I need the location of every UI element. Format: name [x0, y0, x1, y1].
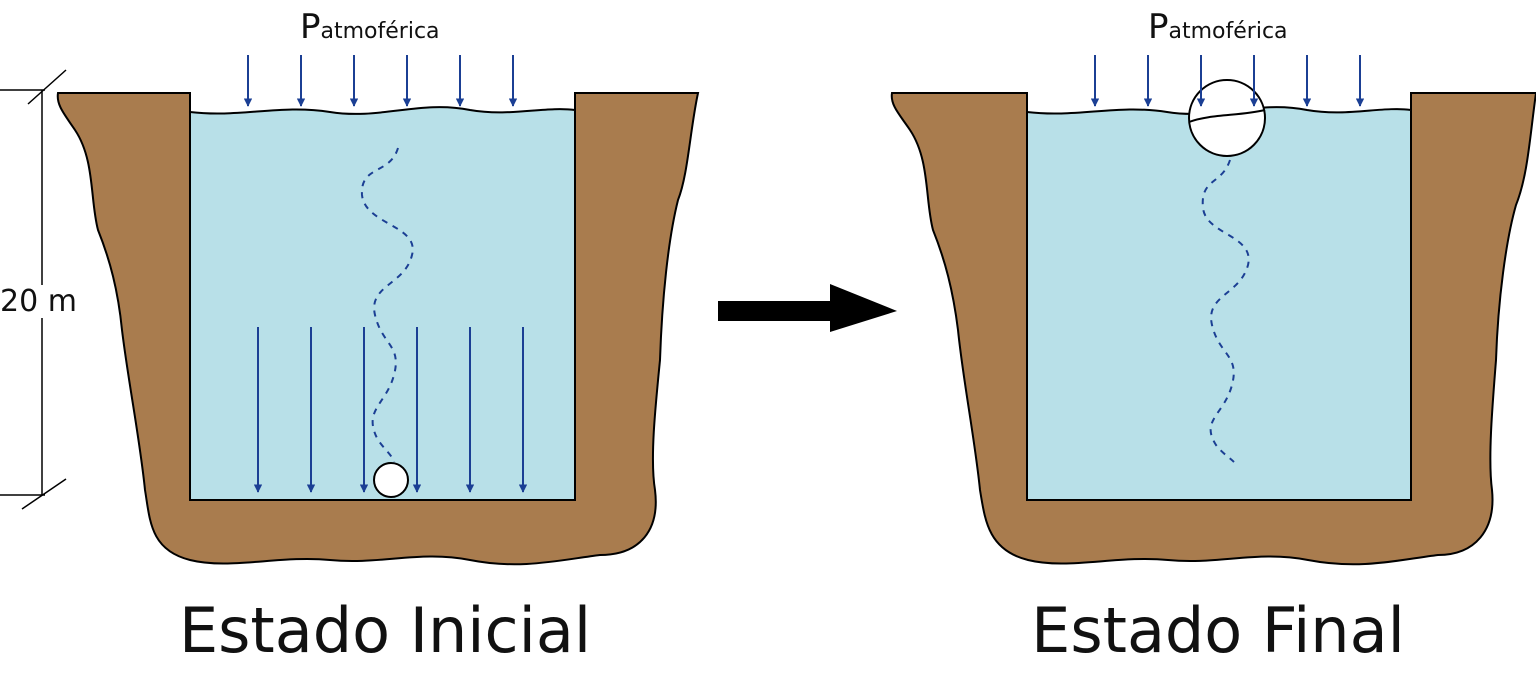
- water-initial: [189, 106, 576, 501]
- state-title-initial: Estado Inicial: [179, 594, 591, 667]
- hydrostatic-pressure-arrows: [253, 327, 528, 493]
- pressure-label-main: P: [300, 7, 321, 47]
- right-arrow-icon: [718, 284, 897, 332]
- state-title-final: Estado Final: [1031, 594, 1405, 667]
- soil-initial: [56, 92, 700, 566]
- bubble-icon: [373, 462, 409, 498]
- large-bubble-icon: [1188, 55, 1266, 157]
- initial-state-panel: 20 m Patmoférica Estado Inicial: [0, 7, 700, 667]
- soil-final: [890, 92, 1536, 566]
- atmospheric-pressure-arrows-initial: [243, 55, 518, 107]
- pressure-label-sub: atmoférica: [321, 19, 440, 44]
- bubble-path-final: [1201, 159, 1250, 463]
- pressure-label-sub: atmoférica: [1169, 19, 1288, 44]
- pressure-label-initial: Patmoférica: [300, 7, 440, 47]
- depth-label: 20 m: [0, 284, 77, 319]
- depth-dimension: [0, 69, 67, 510]
- pressure-label-final: Patmoférica: [1148, 7, 1288, 47]
- bubble-path-initial: [360, 147, 414, 463]
- pressure-label-main: P: [1148, 7, 1169, 47]
- final-state-panel: Patmoférica Estado Final: [890, 7, 1536, 667]
- water-final: [1026, 106, 1412, 501]
